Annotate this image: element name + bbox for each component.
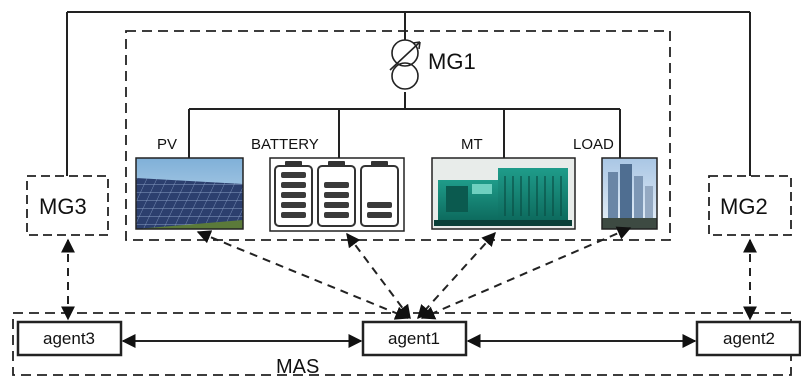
mg2-label: MG2: [720, 194, 768, 219]
pv-panel-image: [135, 157, 244, 230]
transformer-icon: [389, 39, 421, 90]
power-bus-lines: [66, 11, 751, 176]
agent1-box: [361, 320, 468, 357]
communication-links: [61, 226, 757, 321]
load-buildings-image: [601, 157, 658, 230]
battery-image: [269, 157, 405, 232]
agent1-label: agent1: [388, 329, 440, 348]
microturbine-image: [431, 157, 576, 230]
mt-label: MT: [461, 136, 483, 153]
agent3-label: agent3: [43, 329, 95, 348]
mg2-box: [708, 175, 792, 236]
load-label: LOAD: [573, 136, 614, 153]
battery-label: BATTERY: [251, 136, 319, 153]
mg1-label: MG1: [428, 49, 476, 74]
mas-label: MAS: [276, 356, 319, 377]
agent2-box: [695, 320, 801, 357]
agent2-label: agent2: [723, 329, 775, 348]
agent3-box: [16, 320, 123, 357]
mg3-label: MG3: [39, 194, 87, 219]
pv-label: PV: [157, 136, 177, 153]
